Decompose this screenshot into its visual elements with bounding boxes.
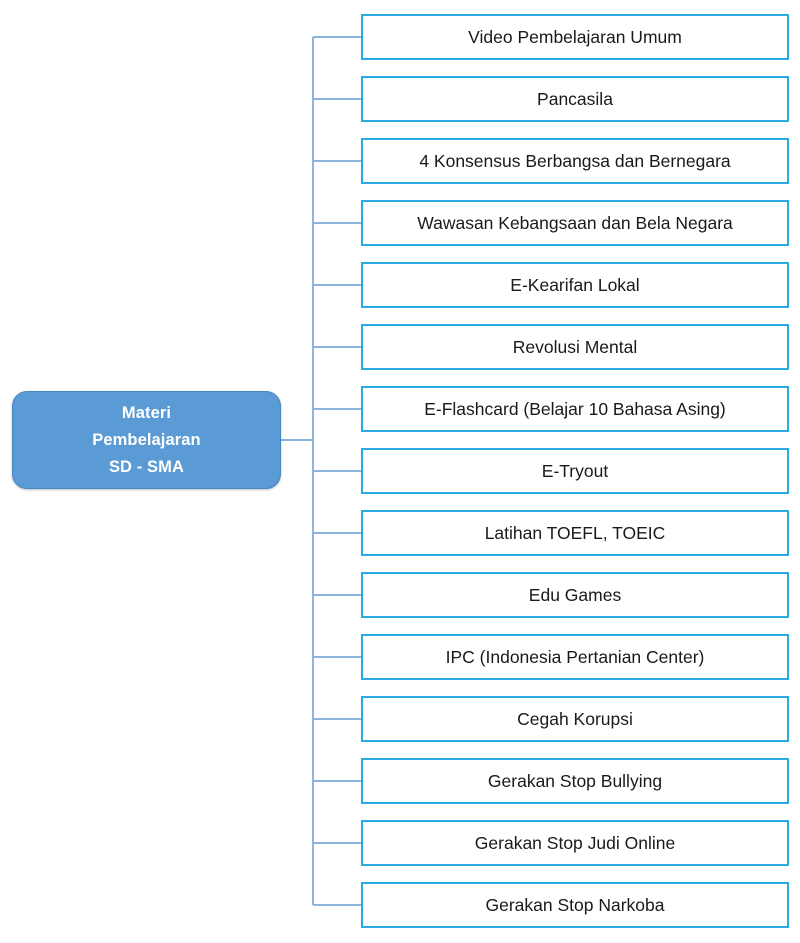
leaf-node[interactable]: Gerakan Stop Narkoba	[361, 882, 789, 928]
root-node-label: Materi Pembelajaran SD - SMA	[92, 403, 201, 476]
leaf-node[interactable]: E-Flashcard (Belajar 10 Bahasa Asing)	[361, 386, 789, 432]
leaf-node-label: E-Flashcard (Belajar 10 Bahasa Asing)	[424, 399, 726, 419]
leaf-node-label: Edu Games	[528, 585, 622, 605]
leaf-node-label: Gerakan Stop Judi Online	[474, 833, 676, 853]
leaf-node[interactable]: E-Tryout	[361, 448, 789, 494]
leaf-node-label: Revolusi Mental	[512, 337, 638, 357]
leaf-node-label: Wawasan Kebangsaan dan Bela Negara	[417, 213, 733, 233]
leaf-node-label: E-Kearifan Lokal	[510, 275, 640, 295]
leaf-node[interactable]: Pancasila	[361, 76, 789, 122]
leaf-node-label: IPC (Indonesia Pertanian Center)	[445, 647, 705, 667]
leaf-node-label: Gerakan Stop Bullying	[487, 771, 663, 791]
leaf-node-label: E-Tryout	[541, 461, 609, 481]
leaf-node-label: Latihan TOEFL, TOEIC	[484, 523, 666, 543]
leaf-node[interactable]: Latihan TOEFL, TOEIC	[361, 510, 789, 556]
root-node[interactable]: Materi Pembelajaran SD - SMA	[12, 391, 281, 489]
leaf-node[interactable]: IPC (Indonesia Pertanian Center)	[361, 634, 789, 680]
leaf-node[interactable]: Cegah Korupsi	[361, 696, 789, 742]
leaf-node[interactable]: Wawasan Kebangsaan dan Bela Negara	[361, 200, 789, 246]
leaf-node-label: Pancasila	[537, 89, 613, 109]
leaf-node[interactable]: Gerakan Stop Bullying	[361, 758, 789, 804]
leaf-node-label: Gerakan Stop Narkoba	[485, 895, 665, 915]
leaf-node-label: Video Pembelajaran Umum	[468, 27, 682, 47]
leaf-node-label: Cegah Korupsi	[517, 709, 633, 729]
leaf-node[interactable]: Revolusi Mental	[361, 324, 789, 370]
leaf-node[interactable]: E-Kearifan Lokal	[361, 262, 789, 308]
leaf-node-label: 4 Konsensus Berbangsa dan Bernegara	[419, 151, 731, 171]
leaf-node[interactable]: 4 Konsensus Berbangsa dan Bernegara	[361, 138, 789, 184]
leaf-node[interactable]: Video Pembelajaran Umum	[361, 14, 789, 60]
leaf-node[interactable]: Gerakan Stop Judi Online	[361, 820, 789, 866]
leaf-node[interactable]: Edu Games	[361, 572, 789, 618]
